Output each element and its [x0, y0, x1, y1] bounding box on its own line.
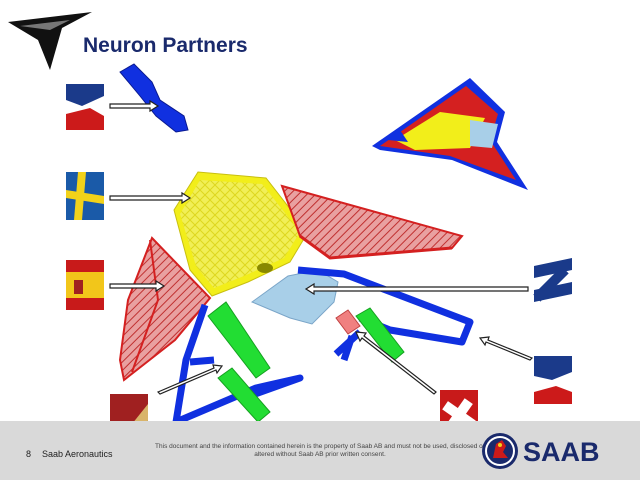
small-pink-part [335, 309, 361, 335]
sweden-flag-icon [66, 172, 104, 220]
complete-aircraft-illustration [372, 78, 528, 190]
arrow-italy [156, 364, 224, 395]
france-flag-icon [66, 84, 104, 130]
left-wing [118, 236, 212, 382]
arrow-france-top [109, 99, 160, 113]
partner-arrows [109, 99, 534, 395]
slide-title: Neuron Partners [83, 34, 248, 57]
france-flag-icon [534, 356, 572, 404]
intake-green-parts [207, 301, 405, 423]
arrow-sweden [109, 191, 192, 205]
legal-disclaimer: This document and the information contai… [155, 443, 485, 458]
saab-wordmark: SAAB [523, 437, 600, 467]
spain-flag-icon [66, 260, 104, 310]
arrow-switzerland [355, 331, 437, 395]
company-name: Saab Aeronautics [42, 449, 113, 459]
neuron-logo-icon [8, 12, 92, 70]
fuselage-center-section [173, 171, 309, 297]
page-number: 8 [26, 449, 32, 459]
footer-band [0, 421, 640, 480]
arrow-spain [109, 279, 166, 293]
arrow-greece [304, 282, 529, 296]
right-wing [280, 184, 464, 260]
blue-airframe-part [119, 63, 189, 133]
exhaust-section [250, 269, 339, 325]
arrow-france-bottom [478, 336, 534, 361]
greece-flag-icon [533, 258, 572, 310]
